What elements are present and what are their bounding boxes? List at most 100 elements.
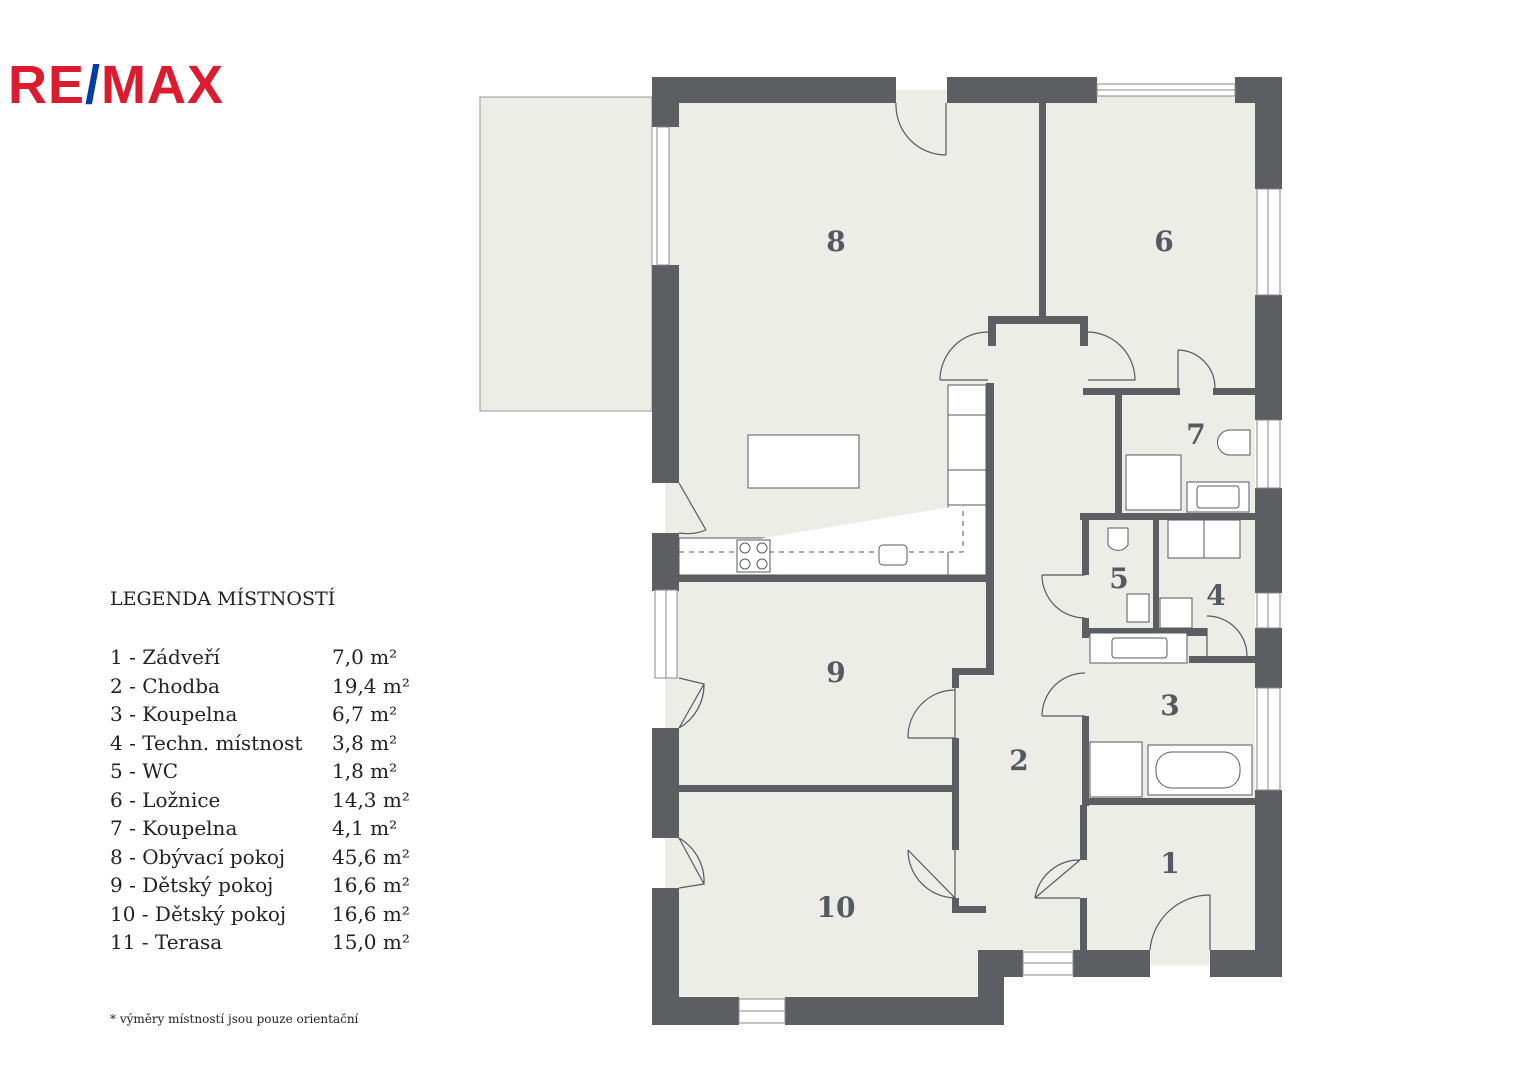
wall-top-mid bbox=[947, 77, 1097, 103]
wall-left-1 bbox=[652, 77, 679, 127]
wall-left-2 bbox=[652, 265, 679, 483]
vestibule-floor bbox=[1085, 800, 1255, 965]
burner-4 bbox=[756, 558, 768, 570]
wall-corridor-top bbox=[988, 316, 1088, 324]
bathtub-inner bbox=[1155, 751, 1241, 789]
wall-right-2 bbox=[1255, 295, 1282, 420]
wall-right-5 bbox=[1255, 790, 1282, 977]
room-number-2: 2 bbox=[1009, 744, 1028, 777]
door-9 bbox=[907, 688, 956, 739]
room-number-8: 8 bbox=[826, 225, 845, 258]
legend-room-label: 6 - Ložnice bbox=[110, 787, 221, 812]
wall-right-4 bbox=[1255, 628, 1282, 688]
wall-kitchen-right bbox=[986, 383, 994, 578]
wall-9-10 bbox=[679, 785, 955, 792]
wall-5-left bbox=[1082, 520, 1089, 575]
shower-7 bbox=[1125, 454, 1182, 511]
legend-room-label: 2 - Chodba bbox=[110, 673, 220, 698]
door-10-left bbox=[678, 837, 705, 889]
wall-corridor-top-r bbox=[1080, 316, 1088, 346]
wall-bottom-mid bbox=[1073, 950, 1150, 977]
corridor-lower-floor bbox=[950, 660, 1085, 950]
legend-row-6: 6 - Ložnice 14,3 m² bbox=[110, 786, 430, 815]
legend-room-label: 11 - Terasa bbox=[110, 930, 223, 954]
wall-10-step bbox=[952, 906, 986, 913]
legend-room-area: 16,6 m² bbox=[332, 901, 410, 926]
wall-8-6 bbox=[1039, 103, 1046, 318]
wall-corridor-top-l bbox=[988, 316, 996, 346]
legend-row-3: 3 - Koupelna 6,7 m² bbox=[110, 700, 430, 729]
door-9-left bbox=[678, 677, 705, 729]
room-number-6: 6 bbox=[1154, 225, 1173, 258]
door-8-top bbox=[895, 102, 947, 156]
wall-8-9 bbox=[679, 575, 994, 582]
room-number-9: 9 bbox=[826, 656, 845, 689]
room-number-1: 1 bbox=[1160, 847, 1179, 880]
legend-room-area: 1,8 m² bbox=[332, 759, 398, 783]
outer-walls bbox=[652, 77, 1282, 1025]
legend-room-area: 4,1 m² bbox=[332, 816, 398, 840]
legend-row-8: 8 - Obývací pokoj 45,6 m² bbox=[110, 843, 430, 872]
door-7 bbox=[1177, 349, 1216, 389]
burner-1 bbox=[739, 542, 751, 554]
door-1 bbox=[1034, 859, 1081, 899]
room-number-10: 10 bbox=[817, 891, 856, 924]
room-numbers: 1 2 3 4 5 6 7 8 9 10 bbox=[817, 225, 1226, 924]
legend-room-area: 6,7 m² bbox=[332, 702, 398, 726]
logo-slash: / bbox=[85, 55, 102, 115]
fixtures bbox=[678, 384, 1253, 798]
room-number-3: 3 bbox=[1160, 689, 1179, 722]
legend-room-label: 10 - Dětský pokoj bbox=[110, 901, 287, 926]
legend-room-area: 45,6 m² bbox=[332, 844, 410, 869]
wall-right-3 bbox=[1255, 488, 1282, 593]
kitchen-sink bbox=[878, 544, 908, 566]
wall-3-left bbox=[1082, 716, 1089, 806]
legend-room-label: 8 - Obývací pokoj bbox=[110, 844, 286, 869]
legend-room-label: 3 - Koupelna bbox=[110, 702, 238, 726]
door-8-left bbox=[678, 482, 707, 535]
wall-6-7b bbox=[1213, 388, 1255, 395]
wall-10-right bbox=[952, 898, 959, 913]
room-number-7: 7 bbox=[1186, 418, 1205, 451]
child-room-10-floor bbox=[665, 790, 980, 1010]
door-entry bbox=[1149, 894, 1211, 951]
legend-title: LEGENDA MÍSTNOSTÍ bbox=[110, 588, 336, 610]
door-10 bbox=[907, 849, 956, 900]
room-number-5: 5 bbox=[1109, 562, 1128, 595]
terrace-floor bbox=[479, 96, 653, 412]
legend-room-area: 14,3 m² bbox=[332, 787, 410, 812]
legend-row-10: 10 - Dětský pokoj 16,6 m² bbox=[110, 900, 430, 929]
toilet-7 bbox=[1217, 429, 1251, 456]
legend-room-label: 1 - Zádveří bbox=[110, 645, 220, 669]
doors bbox=[678, 102, 1248, 951]
interior-walls bbox=[679, 103, 1255, 953]
wall-5-4 bbox=[1153, 520, 1159, 635]
door-3 bbox=[1041, 672, 1086, 717]
room-number-4: 4 bbox=[1206, 579, 1225, 612]
wall-7-left bbox=[1115, 395, 1122, 517]
wall-9-right-low bbox=[952, 668, 959, 688]
remax-logo: RE/MAX bbox=[8, 58, 224, 112]
legend-room-label: 4 - Techn. místnost bbox=[110, 730, 303, 755]
wall-right-1 bbox=[1255, 77, 1282, 189]
legend-room-area: 19,4 m² bbox=[332, 673, 410, 698]
wall-7-bottom bbox=[1080, 513, 1255, 520]
wall-3-1 bbox=[1082, 798, 1255, 805]
wall-4-3 bbox=[1189, 656, 1255, 663]
legend-room-label: 9 - Dětský pokoj bbox=[110, 873, 274, 897]
logo-text-max: MAX bbox=[101, 55, 225, 115]
windows bbox=[654, 83, 1281, 1024]
child-room-9-floor bbox=[665, 580, 990, 790]
wall-bottom-left bbox=[785, 997, 1004, 1025]
shower-3 bbox=[1089, 741, 1143, 798]
sliding-door-terrace bbox=[656, 126, 670, 266]
sink-3 bbox=[1111, 637, 1168, 659]
wall-5-3 bbox=[1082, 628, 1207, 636]
wall-bottom-right bbox=[1210, 950, 1282, 977]
wall-6-7 bbox=[1083, 388, 1180, 395]
